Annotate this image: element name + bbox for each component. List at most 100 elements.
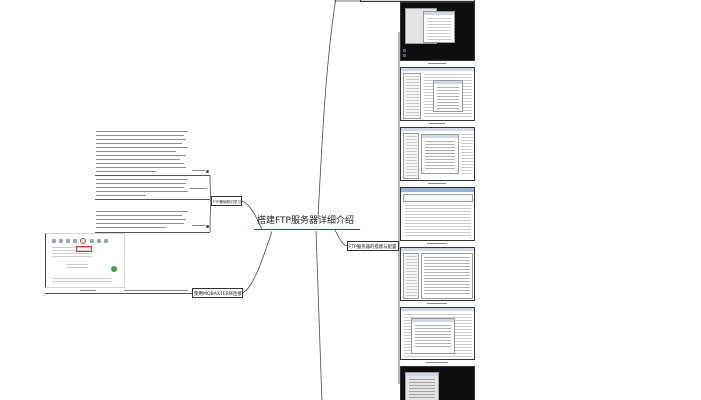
connector-basics-note-1 bbox=[209, 174, 212, 202]
tree-pane bbox=[403, 73, 421, 119]
note-basics-3-underline bbox=[95, 232, 210, 233]
screenshot-thumbnail-1 bbox=[400, 2, 475, 61]
note-basics-2-text bbox=[96, 187, 184, 188]
note-basics-1-dot-icon bbox=[206, 170, 209, 173]
content-list bbox=[461, 134, 473, 174]
dialog-window bbox=[421, 134, 459, 174]
screenshot-text bbox=[66, 264, 88, 268]
note-basics-1-text bbox=[96, 143, 182, 144]
dialog-text bbox=[415, 325, 451, 349]
toolbar-icon bbox=[97, 239, 101, 243]
note-basics-1-text bbox=[96, 135, 184, 136]
note-basics-2-text bbox=[96, 195, 146, 196]
dialog-titlebar bbox=[412, 319, 454, 322]
note-basics-1-text bbox=[96, 167, 186, 168]
table-rows bbox=[424, 257, 470, 295]
note-basics-3-dot-icon bbox=[206, 225, 209, 228]
note-basics-1-text bbox=[96, 139, 186, 140]
note-basics-1-text bbox=[96, 155, 186, 156]
branch-basics: FTP基础知识学习 bbox=[211, 196, 242, 206]
thumbnail-6-caption-text bbox=[426, 362, 448, 363]
thumbnail-3-caption-text bbox=[428, 183, 446, 184]
note-basics-3-text bbox=[96, 219, 186, 220]
dialog-window bbox=[423, 11, 455, 43]
screenshot-text bbox=[52, 278, 112, 282]
window-titlebar bbox=[401, 188, 474, 192]
note-mobaxterm-underline bbox=[45, 293, 192, 294]
thumbnail-4-caption-text bbox=[427, 243, 447, 244]
tree-items bbox=[406, 136, 417, 176]
dialog-text bbox=[427, 18, 451, 40]
screenshot-thumbnail-2 bbox=[400, 67, 475, 121]
toolbar-icon bbox=[104, 239, 108, 243]
thumbnail-1-caption-text bbox=[428, 63, 446, 64]
desktop-icon bbox=[403, 54, 406, 57]
tree-pane bbox=[403, 133, 419, 179]
central-topic-underline bbox=[254, 229, 360, 230]
tree-pane bbox=[403, 253, 419, 299]
toolbar-icon bbox=[90, 239, 94, 243]
screenshot-thumbnail-6 bbox=[400, 307, 475, 360]
toolbar-icon bbox=[52, 239, 56, 243]
desktop-icon bbox=[403, 49, 406, 52]
screenshot-thumbnail-4 bbox=[400, 187, 475, 241]
table-pane bbox=[421, 253, 473, 299]
note-basics-3-text bbox=[96, 211, 188, 212]
dialog-window bbox=[405, 372, 439, 400]
dialog-titlebar bbox=[406, 373, 438, 376]
dialog-titlebar bbox=[422, 135, 458, 138]
window-titlebar bbox=[401, 248, 474, 251]
branch-setup-label: FTP服务器的搭建与配置 bbox=[349, 244, 397, 250]
dialog-window bbox=[433, 80, 463, 112]
screenshot-caption-text bbox=[80, 290, 96, 291]
connector-mobaxterm bbox=[241, 230, 273, 294]
thumbnail-2-caption-text bbox=[429, 123, 445, 124]
connector-basics bbox=[240, 200, 263, 230]
tree-items bbox=[406, 256, 417, 296]
red-box-highlight-icon bbox=[76, 246, 92, 252]
central-topic: 搭建FTP服务器详细介绍 bbox=[257, 216, 354, 226]
screenshot-thumbnail-7 bbox=[400, 366, 475, 400]
note-basics-1-underline bbox=[95, 175, 210, 176]
note-basics-2-underline bbox=[95, 199, 210, 200]
dialog-titlebar bbox=[434, 81, 462, 84]
branch-mobaxterm: 使用MOBAXTERM连接 bbox=[192, 288, 243, 298]
window-titlebar bbox=[401, 128, 474, 131]
note-basics-3-text bbox=[96, 227, 166, 228]
note-basics-3-text bbox=[96, 215, 182, 216]
connector-setup bbox=[334, 229, 349, 247]
note-basics-2-text bbox=[96, 183, 186, 184]
dialog-window bbox=[411, 318, 455, 354]
toolbar-icon bbox=[73, 239, 77, 243]
screenshot-thumbnail-3 bbox=[400, 127, 475, 181]
note-basics-3-text bbox=[96, 223, 184, 224]
toolbar-pane bbox=[403, 194, 473, 202]
screenshot-thumbnail-0 bbox=[360, 0, 475, 2]
branch-basics-label: FTP基础知识学习 bbox=[213, 199, 241, 204]
content-list bbox=[405, 205, 471, 237]
note-basics-1-text bbox=[96, 151, 176, 152]
window-titlebar bbox=[401, 308, 474, 311]
branch-mobaxterm-label: 使用MOBAXTERM连接 bbox=[194, 291, 242, 297]
note-basics-1-marker-text bbox=[192, 170, 205, 171]
dialog-text bbox=[409, 379, 435, 400]
note-basics-3-marker-text bbox=[192, 225, 205, 226]
toolbar-icon bbox=[59, 239, 63, 243]
dialog-text bbox=[437, 87, 459, 109]
branch-setup: FTP服务器的搭建与配置 bbox=[347, 241, 399, 251]
note-basics-2-text bbox=[96, 179, 188, 180]
green-status-dot-icon bbox=[111, 266, 117, 272]
note-basics-1-text bbox=[96, 163, 184, 164]
mobaxterm-screenshot bbox=[45, 233, 125, 288]
screenshot-thumbnail-5 bbox=[400, 247, 475, 301]
connector-basics-note-3 bbox=[209, 200, 212, 233]
note-basics-2-marker-text bbox=[190, 188, 207, 189]
dialog-titlebar bbox=[424, 12, 454, 15]
note-basics-2-text bbox=[96, 191, 188, 192]
toolbar-icon bbox=[66, 239, 70, 243]
tree-items bbox=[406, 76, 419, 116]
note-basics-1-text bbox=[96, 159, 180, 160]
connector-bottom bbox=[315, 230, 323, 400]
